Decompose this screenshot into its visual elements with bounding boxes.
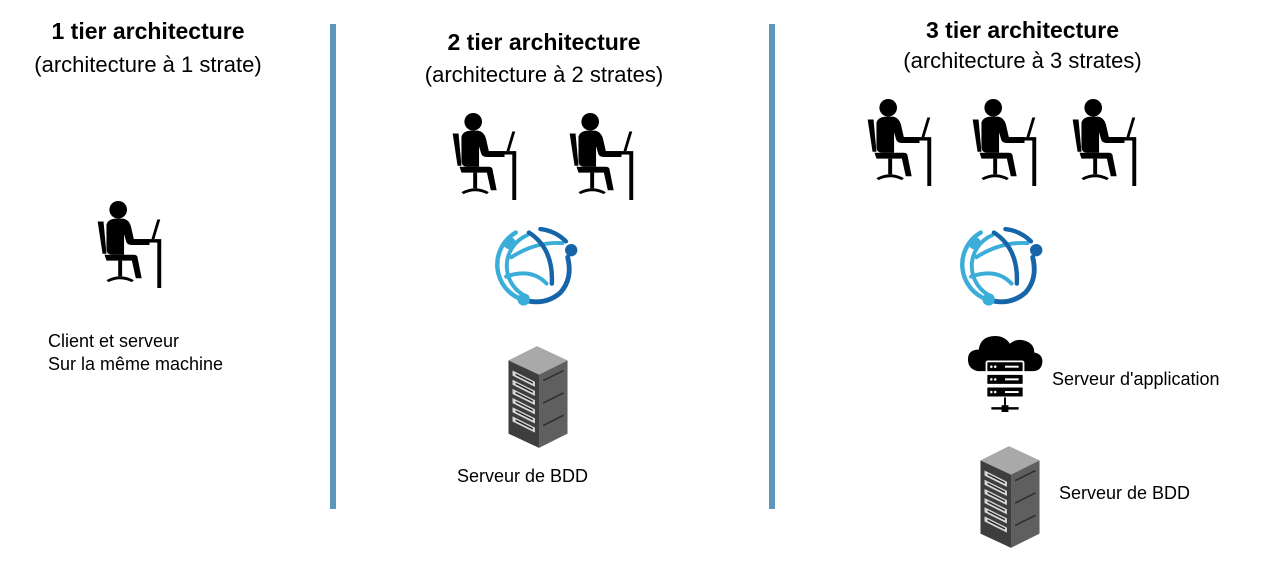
column-title: 3 tier architecture: [925, 17, 1120, 43]
column-1-tier: 1 tier architecture (architecture à 1 st…: [0, 0, 300, 570]
user-at-desk-icon: [447, 112, 517, 200]
column-divider-right: [769, 24, 775, 509]
caption-line-1: Client et serveur: [48, 331, 180, 351]
caption-line-2: Sur la même machine: [48, 354, 224, 374]
column-title: 1 tier architecture: [51, 18, 245, 44]
network-globe-icon: [492, 222, 580, 310]
user-at-desk-icon: [862, 98, 932, 186]
column-2-tier: 2 tier architecture (architecture à 2 st…: [336, 0, 769, 570]
app-server-label: Serveur d'application: [1052, 369, 1220, 389]
column-subtitle: (architecture à 3 strates): [903, 48, 1142, 73]
db-server-label: Serveur de BDD: [457, 466, 589, 486]
user-at-desk-icon: [92, 200, 162, 288]
cloud-server-icon: [966, 330, 1044, 418]
user-at-desk-icon: [967, 98, 1037, 186]
user-at-desk-icon: [564, 112, 634, 200]
user-at-desk-icon: [1067, 98, 1137, 186]
server-rack-icon: [502, 340, 574, 452]
column-subtitle: (architecture à 2 strates): [424, 62, 664, 87]
column-3-tier: 3 tier architecture (architecture à 3 st…: [775, 0, 1255, 570]
db-server-label: Serveur de BDD: [1059, 483, 1191, 503]
column-subtitle: (architecture à 1 strate): [34, 52, 262, 77]
column-title: 2 tier architecture: [447, 29, 641, 55]
network-globe-icon: [957, 222, 1045, 310]
column-divider-left: [330, 24, 336, 509]
server-rack-icon: [974, 440, 1046, 552]
